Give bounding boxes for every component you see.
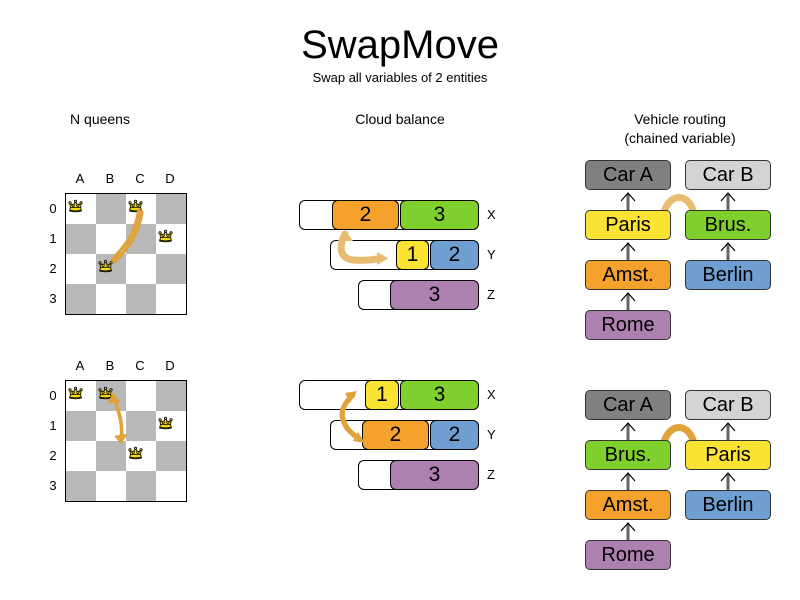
cell-c2[interactable] — [126, 441, 156, 471]
cell-c3[interactable] — [126, 284, 156, 314]
nqueens-board-before: A B C D 0 1 2 3 — [20, 168, 195, 328]
cell-a3[interactable] — [66, 284, 96, 314]
node-brus[interactable]: Brus. — [685, 210, 771, 240]
node-amst[interactable]: Amst. — [585, 260, 671, 290]
cloudbalance-after: 1 3 X 2 2 Y 3 Z — [295, 370, 510, 495]
vrp-heading-line1: Vehicle routing — [634, 111, 726, 127]
cell-c3[interactable] — [126, 471, 156, 501]
file-label-d: D — [165, 171, 175, 186]
rank-label-0: 0 — [49, 388, 57, 403]
cloud-row-label-z: Z — [487, 467, 495, 482]
cell-b3[interactable] — [96, 471, 126, 501]
file-label-b: B — [105, 358, 115, 373]
node-rome[interactable]: Rome — [585, 310, 671, 340]
cell-d2[interactable] — [156, 254, 186, 284]
cloud-segment[interactable]: 3 — [400, 380, 479, 410]
cloudbalance-before: 2 3 X 1 2 Y 3 Z — [295, 190, 510, 315]
rank-label-1: 1 — [49, 418, 57, 433]
cell-a2[interactable] — [66, 441, 96, 471]
cloud-segment[interactable]: 3 — [400, 200, 479, 230]
node-berlin[interactable]: Berlin — [685, 260, 771, 290]
node-car-a[interactable]: Car A — [585, 390, 671, 420]
section-heading-nqueens: N queens — [70, 111, 130, 127]
cloud-row-x[interactable]: 1 3 — [299, 380, 479, 410]
file-label-d: D — [165, 358, 175, 373]
cloud-row-label-z: Z — [487, 287, 495, 302]
chessboard[interactable] — [65, 193, 187, 315]
cloud-segment[interactable]: 1 — [396, 240, 429, 270]
cloud-segment[interactable]: 3 — [390, 460, 479, 490]
cloud-row-x[interactable]: 2 3 — [299, 200, 479, 230]
cell-a0[interactable] — [66, 194, 96, 224]
cell-b2[interactable] — [96, 441, 126, 471]
cloud-segment[interactable]: 3 — [390, 280, 479, 310]
rank-label-2: 2 — [49, 448, 57, 463]
cell-b3[interactable] — [96, 284, 126, 314]
cell-d2[interactable] — [156, 441, 186, 471]
rank-label-3: 3 — [49, 478, 57, 493]
node-paris[interactable]: Paris — [685, 440, 771, 470]
cell-d3[interactable] — [156, 471, 186, 501]
file-label-a: A — [75, 358, 85, 373]
cell-d0[interactable] — [156, 194, 186, 224]
cell-c0[interactable] — [126, 194, 156, 224]
cloud-row-label-y: Y — [487, 247, 496, 262]
cloud-row-label-y: Y — [487, 427, 496, 442]
node-brus[interactable]: Brus. — [585, 440, 671, 470]
vehiclerouting-before: Car A Paris Amst. Rome Car B Brus. Berli… — [575, 155, 790, 350]
page-subtitle: Swap all variables of 2 entities — [312, 70, 488, 85]
cloud-row-z[interactable]: 3 — [358, 460, 479, 490]
cloud-segment[interactable]: 2 — [430, 420, 479, 450]
cloud-row-label-x: X — [487, 207, 496, 222]
cell-b1[interactable] — [96, 224, 126, 254]
cloud-segment[interactable]: 2 — [332, 200, 399, 230]
node-berlin[interactable]: Berlin — [685, 490, 771, 520]
node-amst[interactable]: Amst. — [585, 490, 671, 520]
cell-b0[interactable] — [96, 381, 126, 411]
cell-c1[interactable] — [126, 224, 156, 254]
file-label-c: C — [135, 171, 145, 186]
cell-b0[interactable] — [96, 194, 126, 224]
cell-a3[interactable] — [66, 471, 96, 501]
cell-a1[interactable] — [66, 411, 96, 441]
cell-a0[interactable] — [66, 381, 96, 411]
cell-d1[interactable] — [156, 224, 186, 254]
cell-d3[interactable] — [156, 284, 186, 314]
cell-d1[interactable] — [156, 411, 186, 441]
cloud-row-y[interactable]: 1 2 — [330, 240, 479, 270]
cell-a2[interactable] — [66, 254, 96, 284]
rank-label-3: 3 — [49, 291, 57, 306]
cloud-segment[interactable]: 2 — [362, 420, 429, 450]
section-heading-vehiclerouting: Vehicle routing (chained variable) — [580, 110, 780, 148]
file-label-a: A — [75, 171, 85, 186]
cloud-row-z[interactable]: 3 — [358, 280, 479, 310]
chessboard[interactable] — [65, 380, 187, 502]
rank-label-1: 1 — [49, 231, 57, 246]
nqueens-board-after: A B C D 0 1 2 3 — [20, 355, 195, 515]
cell-c0[interactable] — [126, 381, 156, 411]
node-car-a[interactable]: Car A — [585, 160, 671, 190]
cell-c2[interactable] — [126, 254, 156, 284]
section-heading-cloudbalance: Cloud balance — [355, 111, 445, 127]
cell-c1[interactable] — [126, 411, 156, 441]
cell-b1[interactable] — [96, 411, 126, 441]
node-car-b[interactable]: Car B — [685, 390, 771, 420]
cell-a1[interactable] — [66, 224, 96, 254]
node-car-b[interactable]: Car B — [685, 160, 771, 190]
rank-label-2: 2 — [49, 261, 57, 276]
cell-b2[interactable] — [96, 254, 126, 284]
page-title: SwapMove — [301, 23, 499, 67]
vehiclerouting-after: Car A Brus. Amst. Rome Car B Paris Berli… — [575, 385, 790, 580]
file-label-c: C — [135, 358, 145, 373]
cloud-segment[interactable]: 1 — [365, 380, 399, 410]
vrp-heading-line2: (chained variable) — [624, 130, 736, 146]
node-rome[interactable]: Rome — [585, 540, 671, 570]
file-label-b: B — [105, 171, 115, 186]
cloud-row-label-x: X — [487, 387, 496, 402]
cell-d0[interactable] — [156, 381, 186, 411]
cloud-row-y[interactable]: 2 2 — [330, 420, 479, 450]
rank-label-0: 0 — [49, 201, 57, 216]
cloud-segment[interactable]: 2 — [430, 240, 479, 270]
node-paris[interactable]: Paris — [585, 210, 671, 240]
